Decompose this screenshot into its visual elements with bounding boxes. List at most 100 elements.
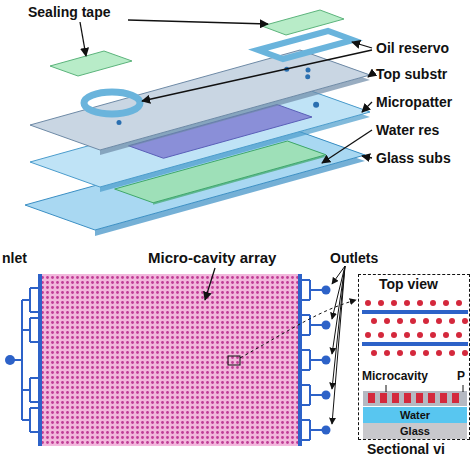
- channel: [30, 341, 38, 343]
- microcavity-dot: [391, 300, 397, 306]
- leader-arrow: [362, 102, 372, 112]
- water-band: Water: [363, 407, 467, 423]
- channel: [310, 394, 322, 396]
- channel: [302, 299, 310, 301]
- microcavity-dot: [436, 318, 442, 324]
- outlet-port: [322, 426, 331, 435]
- microcavity-dot: [384, 350, 390, 356]
- channel: [29, 318, 31, 342]
- channel: [30, 407, 38, 409]
- microcavity-dot: [430, 300, 436, 306]
- channel: [22, 299, 30, 301]
- leader-arrow: [142, 50, 372, 101]
- part-label: Top substr: [376, 66, 447, 82]
- outlet-port: [322, 321, 331, 330]
- channel: [30, 317, 38, 319]
- leader-line: [463, 385, 464, 392]
- leader-arrow: [332, 266, 345, 424]
- outlet-port: [322, 356, 331, 365]
- channel: [30, 401, 38, 403]
- microcavity-dot: [449, 318, 455, 324]
- port-hole: [117, 120, 122, 125]
- oil-reservoir-frame: [258, 31, 353, 59]
- microcavity-dot: [384, 318, 390, 324]
- microcavity-bar: [428, 393, 435, 403]
- channel: [302, 384, 310, 386]
- part-label: Sealing tape: [28, 4, 110, 20]
- part-label: Glass subs: [376, 150, 451, 166]
- channel: [362, 310, 468, 314]
- channel: [310, 429, 322, 431]
- sealing-tape: [50, 51, 132, 76]
- leader-arrow: [322, 130, 372, 163]
- microcavity-dot: [423, 350, 429, 356]
- port-label: Outlets: [330, 250, 378, 266]
- part-label: Water res: [376, 122, 439, 138]
- outlet-port: [322, 391, 331, 400]
- outlet-port: [322, 286, 331, 295]
- channel: [22, 419, 30, 421]
- microcavity-bar: [368, 393, 375, 403]
- microcavity-dot: [449, 350, 455, 356]
- microcavity-dot: [443, 332, 449, 338]
- channel: [29, 408, 31, 432]
- microcavity-dot: [404, 300, 410, 306]
- microcavity-dot: [456, 300, 462, 306]
- region-label: Micro-cavity array: [148, 250, 276, 266]
- channel: [302, 404, 310, 406]
- microcavity-dot: [378, 332, 384, 338]
- port-hole: [305, 74, 310, 79]
- leader-arrow: [80, 22, 86, 56]
- microcavity-bar: [440, 393, 447, 403]
- channel: [22, 389, 30, 391]
- microcavity-bar: [404, 393, 411, 403]
- inset-panel: Top viewSectional viWaterGlass: [358, 274, 470, 440]
- microcavity-bar: [380, 393, 387, 403]
- view-caption: Sectional vi: [367, 441, 445, 457]
- channel: [302, 419, 310, 421]
- microcavity-dot: [378, 300, 384, 306]
- microcavity-dot: [397, 318, 403, 324]
- microcavity-dot: [371, 318, 377, 324]
- channel: [30, 311, 38, 313]
- microcavity-dot: [404, 332, 410, 338]
- microcavity-dot: [423, 318, 429, 324]
- inlet-port: [5, 355, 15, 365]
- channel: [302, 314, 310, 316]
- channel: [30, 377, 38, 379]
- channel: [29, 378, 31, 402]
- view-title: Top view: [379, 276, 438, 292]
- microcavity-bar: [452, 393, 459, 403]
- micro-cavity-array: [42, 274, 298, 446]
- microcavity-dot: [417, 300, 423, 306]
- zoom-box: [228, 356, 240, 365]
- channel: [21, 300, 23, 420]
- microcavity-dot: [443, 300, 449, 306]
- channel: [302, 279, 310, 281]
- channel: [302, 349, 310, 351]
- part-label: Micropatter: [376, 94, 452, 110]
- microcavity-bar: [416, 393, 423, 403]
- channel: [30, 431, 38, 433]
- part-label: Oil reservo: [376, 40, 449, 56]
- leader-arrow: [128, 20, 268, 24]
- pdms-layer: [363, 391, 467, 406]
- top-substrate: [30, 50, 370, 155]
- channel: [22, 329, 30, 331]
- channel: [310, 359, 322, 361]
- leader-arrow: [362, 156, 372, 158]
- channel: [38, 274, 42, 446]
- microcavity-dot: [462, 350, 468, 356]
- zoom-link: [240, 300, 356, 358]
- oil-reservoir-ring: [84, 92, 140, 114]
- microcavity-bar: [392, 393, 399, 403]
- leader-arrow: [205, 268, 215, 300]
- port-hole: [306, 68, 311, 73]
- channel: [302, 439, 310, 441]
- channel: [302, 369, 310, 371]
- microcavity-dot: [397, 350, 403, 356]
- microcavity-dot: [410, 350, 416, 356]
- microcavity-dot: [462, 318, 468, 324]
- part-label: Microcavity: [362, 368, 428, 384]
- channel: [29, 288, 31, 312]
